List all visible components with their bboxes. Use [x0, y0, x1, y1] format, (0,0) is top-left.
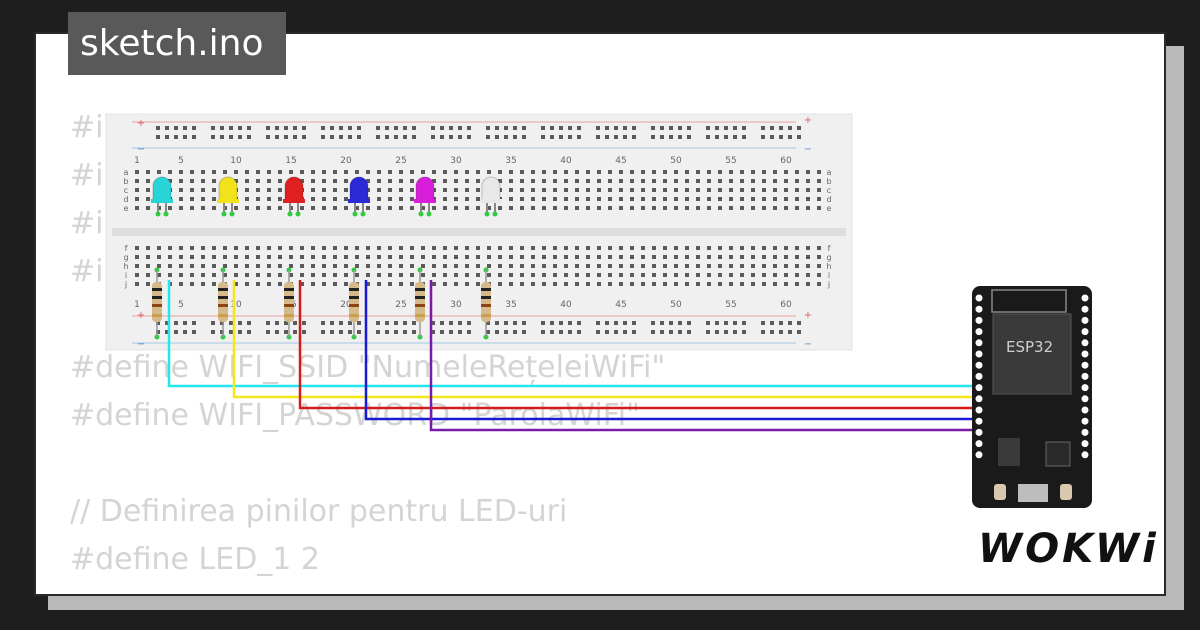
row-letter: h	[123, 262, 128, 271]
column-number: 1	[134, 156, 140, 166]
rail-minus: −	[137, 339, 145, 350]
column-number: 5	[178, 300, 184, 310]
led	[217, 176, 239, 217]
column-number: 1	[134, 300, 140, 310]
row-letter: c	[827, 186, 831, 195]
column-number: 45	[615, 156, 626, 166]
rail-plus: +	[137, 310, 145, 321]
code-line: #define WIFI_PASSWORD "ParolaWiFi"	[70, 398, 640, 433]
leds	[151, 176, 502, 217]
rail-minus: −	[804, 144, 812, 155]
row-letter: i	[125, 271, 127, 280]
column-number: 15	[285, 156, 296, 166]
rail-minus: −	[804, 339, 812, 350]
row-letter: a	[827, 168, 832, 177]
column-number: 40	[560, 156, 572, 166]
row-letter: h	[826, 262, 831, 271]
resistor	[152, 267, 162, 340]
row-letter: f	[125, 244, 128, 253]
breadboard-labels: 1155101015152020252530303535404045455050…	[123, 115, 831, 350]
column-number: 5	[178, 156, 184, 166]
wires	[167, 280, 976, 432]
row-letter: d	[123, 195, 128, 204]
column-number: 50	[670, 156, 682, 166]
column-number: 35	[505, 300, 516, 310]
led	[283, 176, 305, 217]
esp32-label: ESP32	[1006, 338, 1053, 356]
rail-plus: +	[804, 310, 812, 321]
row-letter: j	[124, 280, 127, 289]
column-number: 10	[230, 156, 242, 166]
column-number: 30	[450, 300, 462, 310]
resistor	[481, 267, 491, 340]
row-letter: e	[124, 204, 129, 213]
led	[414, 176, 436, 217]
esp32-board: ESP32	[972, 286, 1092, 508]
row-letter: f	[828, 244, 831, 253]
breadboard-center-channel	[112, 228, 846, 236]
wire	[167, 280, 976, 388]
code-line: #define LED_2 4	[70, 584, 665, 594]
column-number: 30	[450, 156, 462, 166]
wire	[232, 280, 976, 399]
wokwi-logo: WOKWi	[978, 526, 1159, 572]
row-letter: j	[827, 280, 830, 289]
rail-minus: −	[137, 144, 145, 155]
rail-plus: +	[137, 118, 145, 129]
resistor	[218, 267, 228, 340]
resistor	[284, 267, 294, 340]
resistor	[349, 267, 359, 340]
row-letter: b	[826, 177, 831, 186]
led	[151, 176, 173, 217]
column-number: 60	[780, 300, 792, 310]
column-number: 20	[340, 300, 352, 310]
row-letter: b	[123, 177, 128, 186]
wire	[364, 280, 976, 421]
column-number: 45	[615, 300, 626, 310]
column-number: 55	[725, 300, 736, 310]
row-letter: a	[124, 168, 129, 177]
column-number: 50	[670, 300, 682, 310]
row-letter: i	[828, 271, 830, 280]
column-number: 55	[725, 156, 736, 166]
code-line: #define LED_1 2	[70, 542, 321, 577]
wire	[429, 280, 976, 432]
sketch-title: sketch.ino	[68, 12, 286, 75]
column-number: 40	[560, 300, 572, 310]
column-number: 25	[395, 300, 406, 310]
column-number: 35	[505, 156, 516, 166]
row-letter: e	[827, 204, 832, 213]
row-letter: d	[826, 195, 831, 204]
resistors	[152, 267, 491, 340]
led	[348, 176, 370, 217]
column-number: 10	[230, 300, 242, 310]
wire	[298, 280, 976, 410]
rail-plus: +	[804, 115, 812, 126]
column-number: 60	[780, 156, 792, 166]
led	[480, 176, 502, 217]
row-letter: g	[826, 253, 831, 262]
row-letter: g	[123, 253, 128, 262]
code-line: // Definirea pinilor pentru LED-uri	[70, 494, 568, 529]
column-number: 25	[395, 156, 406, 166]
column-number: 20	[340, 156, 352, 166]
row-letter: c	[124, 186, 128, 195]
resistor	[415, 267, 425, 340]
